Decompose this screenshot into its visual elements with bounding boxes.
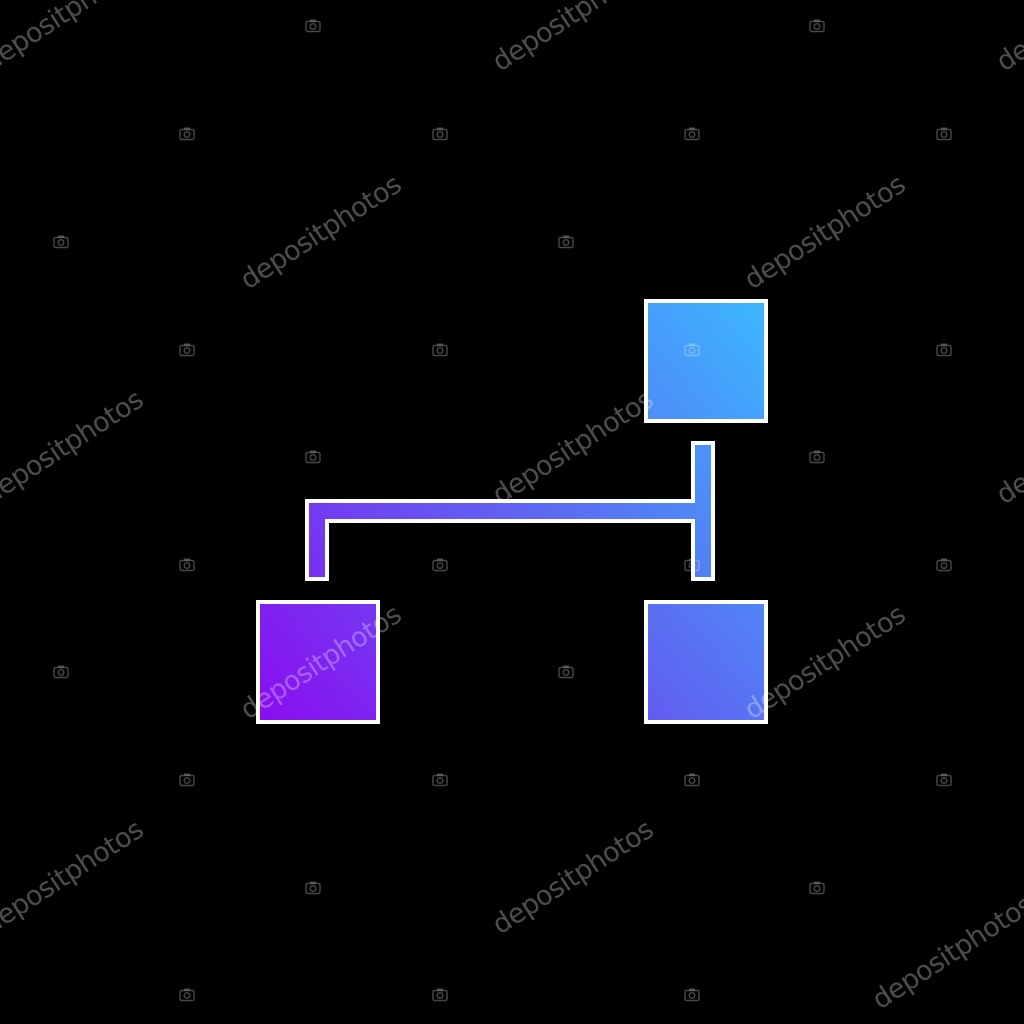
camera-icon: [936, 773, 952, 787]
camera-icon: [558, 665, 574, 679]
watermark-text: depositphotos: [0, 384, 149, 511]
watermark-text: depositphotos: [487, 814, 659, 941]
camera-icon: [684, 127, 700, 141]
camera-icon: [432, 773, 448, 787]
watermark-text: depositphotos: [487, 384, 659, 511]
camera-icon: [179, 558, 195, 572]
camera-icon: [53, 665, 69, 679]
camera-icon: [179, 127, 195, 141]
camera-icon: [809, 19, 825, 33]
camera-icon: [305, 19, 321, 33]
block-bottom-right: [644, 600, 768, 724]
camera-icon: [432, 988, 448, 1002]
watermark-text: depositphotos: [991, 0, 1024, 78]
camera-icon: [684, 343, 700, 357]
camera-icon: [684, 773, 700, 787]
camera-icon: [53, 235, 69, 249]
camera-icon: [684, 558, 700, 572]
watermark-text: depositphotos: [0, 0, 149, 78]
camera-icon: [305, 450, 321, 464]
watermark-text: depositphotos: [235, 169, 407, 296]
camera-icon: [179, 343, 195, 357]
block-bottom-left: [256, 600, 380, 724]
block-top-right: [644, 299, 768, 423]
camera-icon: [179, 773, 195, 787]
camera-icon: [558, 235, 574, 249]
camera-icon: [936, 558, 952, 572]
camera-icon: [936, 343, 952, 357]
connector-line: [305, 441, 715, 581]
camera-icon: [432, 127, 448, 141]
camera-icon: [936, 127, 952, 141]
camera-icon: [809, 450, 825, 464]
camera-icon: [305, 881, 321, 895]
camera-icon: [809, 881, 825, 895]
camera-icon: [432, 343, 448, 357]
camera-icon: [684, 988, 700, 1002]
camera-icon: [432, 558, 448, 572]
watermark-text: depositphotos: [0, 814, 149, 941]
watermark-text: depositphotos: [991, 384, 1024, 511]
watermark-text: depositphotos: [487, 0, 659, 78]
watermark-text: depositphotos: [739, 169, 911, 296]
camera-icon: [179, 988, 195, 1002]
watermark-text: depositphotos: [867, 889, 1024, 1016]
